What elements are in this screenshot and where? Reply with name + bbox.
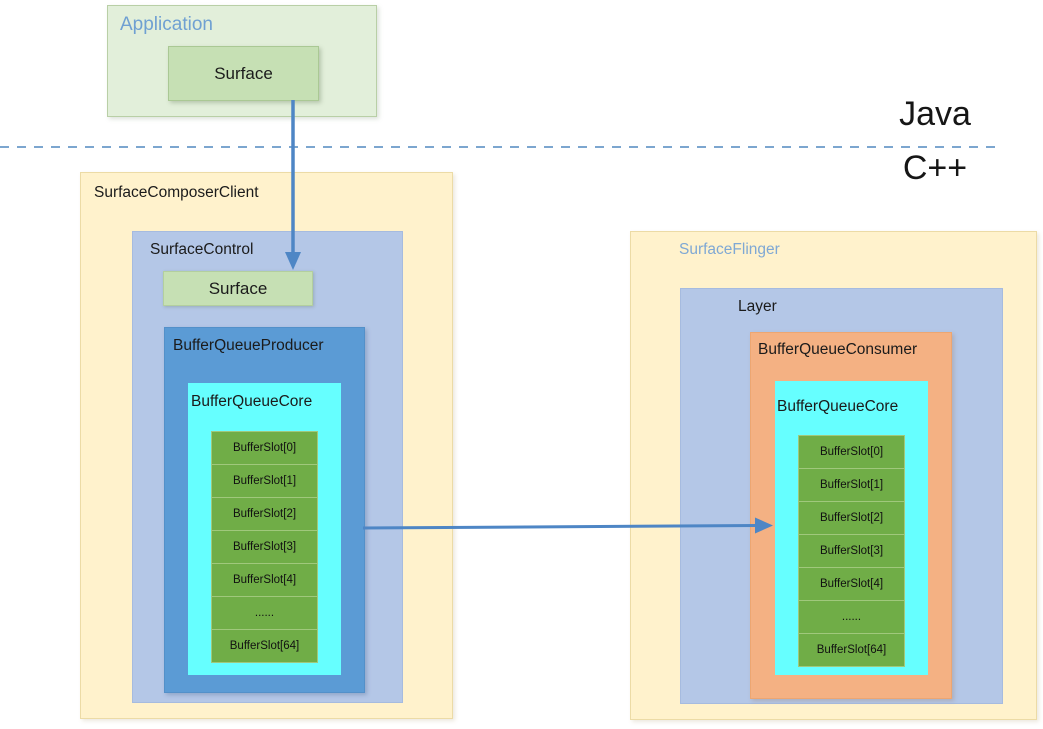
application-box: Application Surface: [107, 5, 377, 117]
buffer-queue-consumer-label: BufferQueueConsumer: [758, 341, 918, 358]
buffer-slot: BufferSlot[2]: [211, 497, 318, 531]
language-boundary-divider: [0, 146, 997, 148]
buffer-slot: BufferSlot[64]: [798, 633, 905, 667]
buffer-queue-producer-box: BufferQueueProducer BufferQueueCore Buff…: [164, 327, 365, 693]
surface-composer-client-box: SurfaceComposerClient SurfaceControl Sur…: [80, 172, 453, 719]
layer-box: Layer BufferQueueConsumer BufferQueueCor…: [680, 288, 1003, 704]
buffer-queue-consumer-box: BufferQueueConsumer BufferQueueCore Buff…: [750, 332, 952, 699]
layer-label: Layer: [738, 298, 777, 315]
buffer-slot: BufferSlot[64]: [211, 629, 318, 663]
surface-flinger-box: SurfaceFlinger Layer BufferQueueConsumer…: [630, 231, 1037, 720]
java-side-label: Java: [899, 95, 971, 133]
buffer-slot: BufferSlot[1]: [798, 468, 905, 502]
producer-buffer-slot-stack: BufferSlot[0]BufferSlot[1]BufferSlot[2]B…: [211, 431, 318, 663]
application-label: Application: [120, 14, 213, 35]
buffer-slot: BufferSlot[2]: [798, 501, 905, 535]
buffer-slot: BufferSlot[3]: [798, 534, 905, 568]
buffer-slot: ......: [211, 596, 318, 630]
buffer-slot: ......: [798, 600, 905, 634]
buffer-queue-producer-label: BufferQueueProducer: [173, 337, 324, 354]
producer-buffer-queue-core-box: BufferQueueCore BufferSlot[0]BufferSlot[…: [188, 383, 341, 675]
buffer-slot: BufferSlot[4]: [798, 567, 905, 601]
surface-control-box: SurfaceControl Surface BufferQueueProduc…: [132, 231, 403, 703]
application-surface-box: Surface: [168, 46, 319, 101]
buffer-slot: BufferSlot[0]: [798, 435, 905, 469]
buffer-slot: BufferSlot[0]: [211, 431, 318, 465]
surface-flinger-label: SurfaceFlinger: [679, 241, 780, 258]
cpp-side-label: C++: [902, 149, 968, 187]
buffer-slot: BufferSlot[4]: [211, 563, 318, 597]
surface-control-label: SurfaceControl: [150, 241, 254, 258]
surface-composer-client-label: SurfaceComposerClient: [94, 184, 259, 201]
consumer-buffer-slot-stack: BufferSlot[0]BufferSlot[1]BufferSlot[2]B…: [798, 435, 905, 667]
consumer-buffer-queue-core-box: BufferQueueCore BufferSlot[0]BufferSlot[…: [775, 381, 928, 675]
client-surface-box: Surface: [163, 271, 313, 306]
buffer-slot: BufferSlot[1]: [211, 464, 318, 498]
producer-buffer-queue-core-label: BufferQueueCore: [191, 393, 313, 410]
consumer-buffer-queue-core-label: BufferQueueCore: [777, 398, 899, 415]
buffer-slot: BufferSlot[3]: [211, 530, 318, 564]
